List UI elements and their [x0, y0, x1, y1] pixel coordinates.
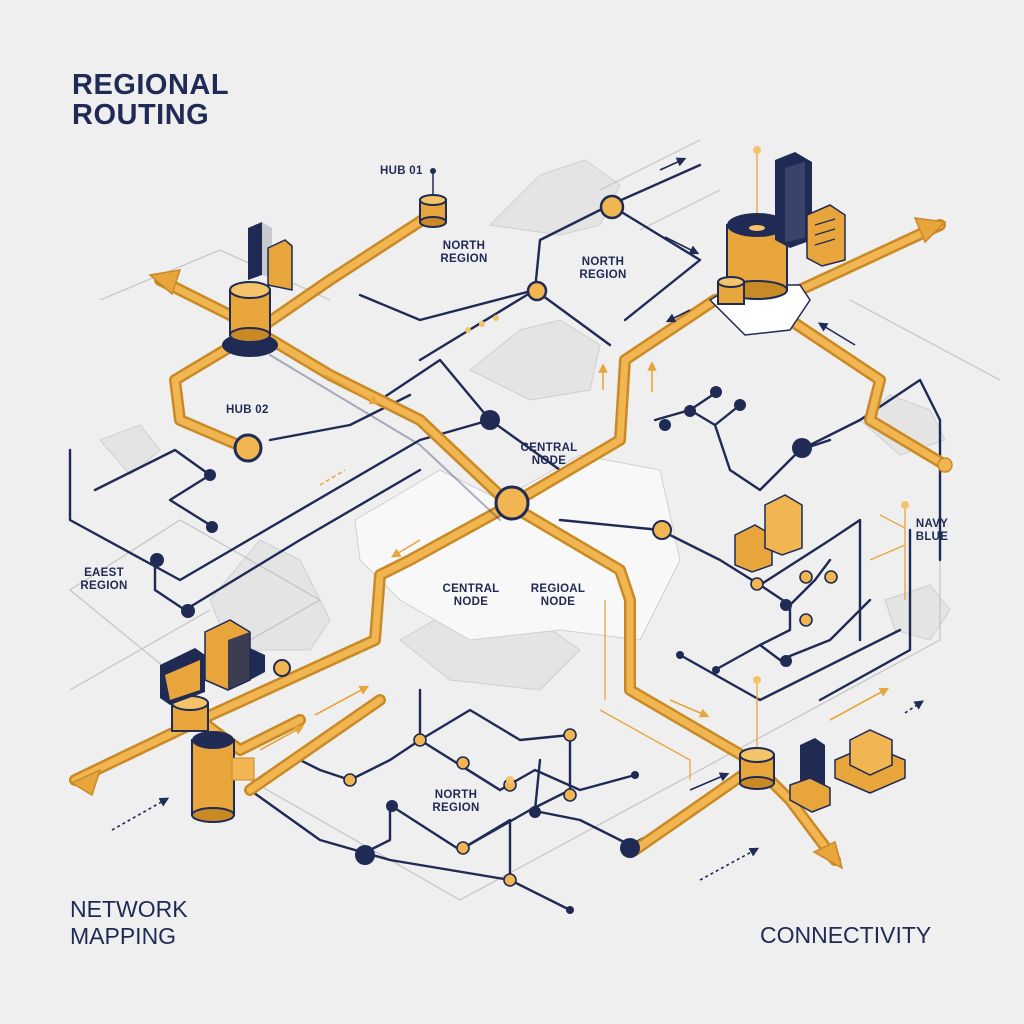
arrow-southeast — [812, 840, 844, 870]
node — [566, 906, 574, 914]
label-hub01: HUB 01 — [380, 165, 423, 177]
node — [343, 773, 357, 787]
glow-dot — [479, 321, 485, 327]
node — [631, 771, 639, 779]
label-central-node-b: CENTRAL NODE — [442, 583, 500, 608]
node — [181, 604, 195, 618]
main-title-line2: ROUTING — [72, 99, 210, 131]
hub-02-cylinder — [222, 281, 278, 357]
node — [824, 570, 838, 584]
node — [480, 410, 500, 430]
node — [620, 838, 640, 858]
direction-arrows — [111, 157, 924, 881]
node — [652, 520, 672, 540]
node — [599, 194, 625, 220]
node — [273, 659, 291, 677]
building-tower-northeast — [775, 152, 846, 267]
building-east — [734, 494, 803, 573]
building-northwest — [248, 222, 293, 291]
label-regional-node: REGIOAL NODE — [530, 583, 586, 608]
node — [676, 651, 684, 659]
node — [710, 386, 722, 398]
footer-left: NETWORK MAPPING — [70, 896, 240, 950]
footer-right: CONNECTIVITY — [760, 922, 932, 948]
glow-dot — [753, 676, 761, 684]
glow-dot — [465, 327, 471, 333]
label-east-region: EAEST REGION — [80, 567, 128, 592]
node — [494, 485, 530, 521]
leader-lines — [599, 150, 906, 780]
node — [659, 419, 671, 431]
terrain-layer — [99, 159, 951, 691]
node — [355, 845, 375, 865]
glow-dot — [493, 315, 499, 321]
node — [712, 666, 720, 674]
node — [563, 728, 577, 742]
node — [799, 613, 813, 627]
node — [780, 599, 792, 611]
node — [780, 655, 792, 667]
node — [503, 873, 517, 887]
node — [526, 280, 548, 302]
node — [233, 433, 263, 463]
node — [150, 553, 164, 567]
label-north-region-c: NORTH REGION — [432, 789, 480, 814]
label-north-region-b: NORTH REGION — [579, 256, 627, 281]
glow-dot — [753, 146, 761, 154]
southwest-cylinder — [171, 695, 255, 823]
node — [456, 841, 470, 855]
building-southeast — [789, 729, 906, 813]
node — [204, 469, 216, 481]
label-central-node-a: CENTRAL NODE — [520, 442, 578, 467]
buildings — [160, 152, 906, 813]
southeast-cylinder — [739, 747, 775, 790]
node — [386, 800, 398, 812]
node — [684, 405, 696, 417]
label-hub02: HUB 02 — [226, 404, 269, 416]
node — [529, 806, 541, 818]
glow-dot — [901, 501, 909, 509]
node — [937, 457, 953, 473]
central-region-plate — [354, 454, 681, 641]
footer-left-line1: NETWORK — [70, 896, 188, 922]
footer-left-line2: MAPPING — [70, 923, 177, 949]
node — [799, 570, 813, 584]
route-arrowheads — [70, 217, 947, 870]
node — [206, 521, 218, 533]
hub-01-cylinder — [419, 194, 447, 228]
node — [456, 756, 470, 770]
junction-nodes — [150, 146, 953, 914]
arrow-northeast — [913, 217, 947, 244]
main-title-line1: REGIONAL — [72, 69, 230, 101]
node — [563, 788, 577, 802]
node — [792, 438, 812, 458]
glow-dot — [506, 776, 514, 784]
label-navy-blue: NAVY BLUE — [915, 518, 949, 543]
arrow-northwest — [148, 269, 182, 296]
outline-grid — [68, 139, 1001, 901]
arrow-southwest — [70, 768, 102, 797]
main-title: REGIONAL ROUTING — [72, 70, 302, 130]
label-north-region-a: NORTH REGION — [440, 240, 488, 265]
node — [413, 733, 427, 747]
building-west — [160, 619, 265, 705]
node — [734, 399, 746, 411]
node — [750, 577, 764, 591]
